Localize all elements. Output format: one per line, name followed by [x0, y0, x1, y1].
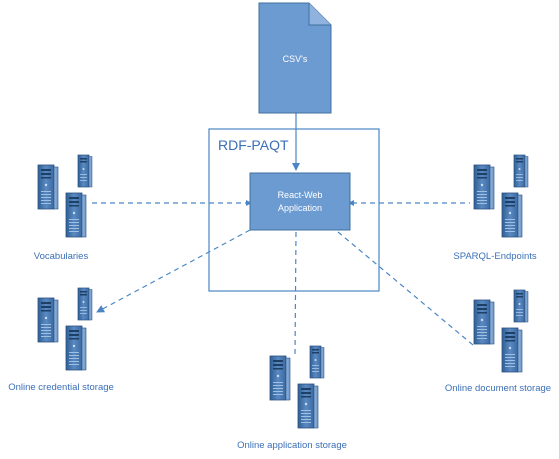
credential-storage-server: Online credential storage: [8, 288, 114, 393]
credential-storage-label: Online credential storage: [8, 382, 114, 393]
sparql-label: SPARQL-Endpoints: [453, 251, 537, 262]
document-storage-server: Online document storage: [445, 290, 551, 394]
app-to-application-storage-connector: [294, 231, 297, 357]
sparql-endpoint-dot: [348, 200, 354, 206]
server-cluster-icon: [38, 288, 92, 370]
app-label-line1: React-Web: [278, 190, 323, 200]
vocab-endpoint-dot: [246, 200, 252, 206]
react-web-app-node: React-Web Application: [249, 172, 351, 231]
server-cluster-icon: [38, 155, 92, 237]
csv-label: CSV's: [283, 54, 308, 64]
server-cluster-icon: [474, 155, 528, 237]
app-to-credential-arrow: [96, 229, 251, 313]
container-title: RDF-PAQT: [218, 137, 289, 153]
server-cluster-icon: [270, 346, 324, 428]
app-label-line2: Application: [278, 203, 322, 213]
connector-lines: [90, 113, 474, 357]
vocabularies-label: Vocabularies: [34, 251, 89, 262]
vocabularies-server: Vocabularies: [34, 155, 92, 262]
document-icon: [258, 2, 332, 114]
document-storage-label: Online document storage: [445, 383, 551, 394]
application-storage-server: Online application storage: [237, 346, 347, 451]
rdf-paqt-container: RDF-PAQT: [208, 128, 380, 292]
sparql-endpoints-server: SPARQL-Endpoints: [453, 155, 537, 262]
server-cluster-icon: [474, 290, 528, 372]
app-to-document-connector: [337, 231, 474, 346]
application-storage-label: Online application storage: [237, 440, 347, 451]
csv-document: CSV's: [258, 2, 332, 114]
